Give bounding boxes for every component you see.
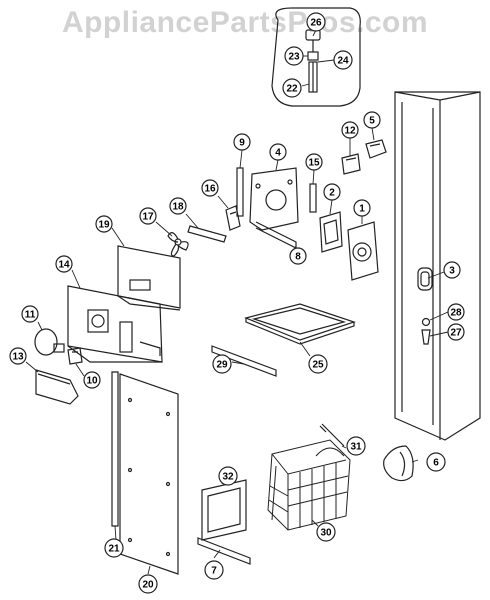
callout-4: 4	[269, 143, 287, 161]
part-3-vent	[417, 267, 433, 291]
part-16-switch	[225, 205, 241, 231]
part-9-strip	[236, 167, 244, 217]
part-5-bracket	[365, 139, 387, 159]
svg-text:28: 28	[450, 308, 462, 319]
svg-text:15: 15	[308, 158, 320, 169]
callout-21: 21	[104, 538, 124, 558]
svg-text:27: 27	[450, 328, 462, 339]
svg-text:3: 3	[449, 266, 455, 277]
watermark: AppliancePartsPros.com	[61, 6, 429, 39]
callout-13: 13	[9, 347, 27, 365]
callout-5: 5	[363, 111, 381, 129]
callout-22: 22	[282, 78, 302, 98]
callout-26: 26	[306, 12, 326, 32]
leader-lines	[25, 29, 449, 575]
callout-28: 28	[447, 303, 465, 321]
svg-text:5: 5	[369, 116, 375, 127]
part-11-bulb	[34, 328, 65, 356]
callout-23: 23	[284, 46, 304, 66]
callout-19: 19	[95, 215, 113, 233]
svg-text:23: 23	[288, 52, 300, 63]
callout-3: 3	[443, 261, 461, 279]
callout-10: 10	[83, 371, 101, 389]
svg-text:24: 24	[337, 56, 349, 67]
part-25-shelf	[244, 303, 356, 345]
svg-text:1: 1	[359, 204, 365, 215]
part-28-screw	[421, 317, 431, 327]
callout-17: 17	[139, 207, 157, 225]
part-29-rail	[211, 345, 277, 377]
part-20-back-panel	[119, 373, 179, 575]
cabinet	[394, 91, 481, 441]
part-21-trim	[111, 371, 119, 527]
callout-11: 11	[21, 305, 39, 323]
part-30-basket	[267, 439, 351, 531]
svg-text:13: 13	[12, 352, 24, 363]
callouts: 26 23 24 22 5 12 9 4 15 2 1 16 18 17 19 …	[9, 12, 465, 594]
part-19-panel	[117, 245, 181, 311]
part-10-socket	[67, 347, 83, 365]
part-14-housing	[67, 285, 163, 363]
svg-text:10: 10	[86, 376, 98, 387]
callout-24: 24	[333, 50, 353, 70]
svg-text:8: 8	[295, 252, 301, 263]
part-17-fan	[167, 232, 189, 257]
svg-text:9: 9	[239, 138, 245, 149]
callout-9: 9	[233, 133, 251, 151]
callout-2: 2	[323, 183, 341, 201]
part-6-cap	[383, 445, 414, 482]
callout-14: 14	[55, 255, 73, 273]
svg-text:11: 11	[25, 310, 36, 321]
callout-12: 12	[341, 121, 359, 139]
svg-text:12: 12	[344, 126, 356, 137]
svg-text:17: 17	[142, 212, 154, 223]
callout-29: 29	[212, 354, 232, 374]
callout-31: 31	[346, 436, 366, 456]
svg-text:30: 30	[320, 528, 332, 539]
svg-text:20: 20	[142, 580, 154, 591]
svg-text:6: 6	[433, 458, 439, 469]
callout-1: 1	[353, 199, 371, 217]
svg-text:26: 26	[310, 18, 322, 29]
svg-text:31: 31	[350, 442, 362, 453]
svg-text:21: 21	[108, 544, 120, 555]
svg-text:7: 7	[211, 566, 217, 577]
part-2-housing	[319, 211, 343, 253]
svg-text:16: 16	[204, 184, 216, 195]
part-27-plug	[421, 329, 431, 345]
callout-20: 20	[138, 574, 158, 594]
callout-27: 27	[447, 323, 465, 341]
svg-text:19: 19	[98, 220, 110, 231]
part-12-button	[341, 153, 361, 175]
part-32-drawer-front	[201, 479, 247, 541]
callout-25: 25	[308, 354, 328, 374]
svg-text:29: 29	[216, 360, 228, 371]
part-23-cap	[307, 51, 319, 61]
part-1-motor	[347, 221, 379, 281]
svg-text:32: 32	[222, 472, 234, 483]
part-4-plate	[249, 167, 299, 249]
part-18-bar	[187, 225, 227, 243]
callout-16: 16	[201, 179, 219, 197]
callout-18: 18	[169, 197, 187, 215]
inset-group	[271, 7, 361, 107]
svg-text:14: 14	[58, 260, 70, 271]
callout-32: 32	[218, 466, 238, 486]
part-15-pin	[309, 183, 317, 213]
svg-text:18: 18	[172, 202, 184, 213]
svg-text:22: 22	[286, 84, 298, 95]
callout-6: 6	[426, 452, 446, 472]
svg-text:4: 4	[275, 148, 281, 159]
callout-7: 7	[204, 560, 224, 580]
svg-text:25: 25	[312, 360, 324, 371]
callout-8: 8	[289, 247, 307, 265]
callout-15: 15	[305, 153, 323, 171]
callout-30: 30	[316, 522, 336, 542]
part-13-cover	[35, 369, 79, 405]
part-31-screw	[319, 423, 345, 447]
svg-text:2: 2	[329, 188, 335, 199]
part-7-strip	[197, 537, 251, 565]
